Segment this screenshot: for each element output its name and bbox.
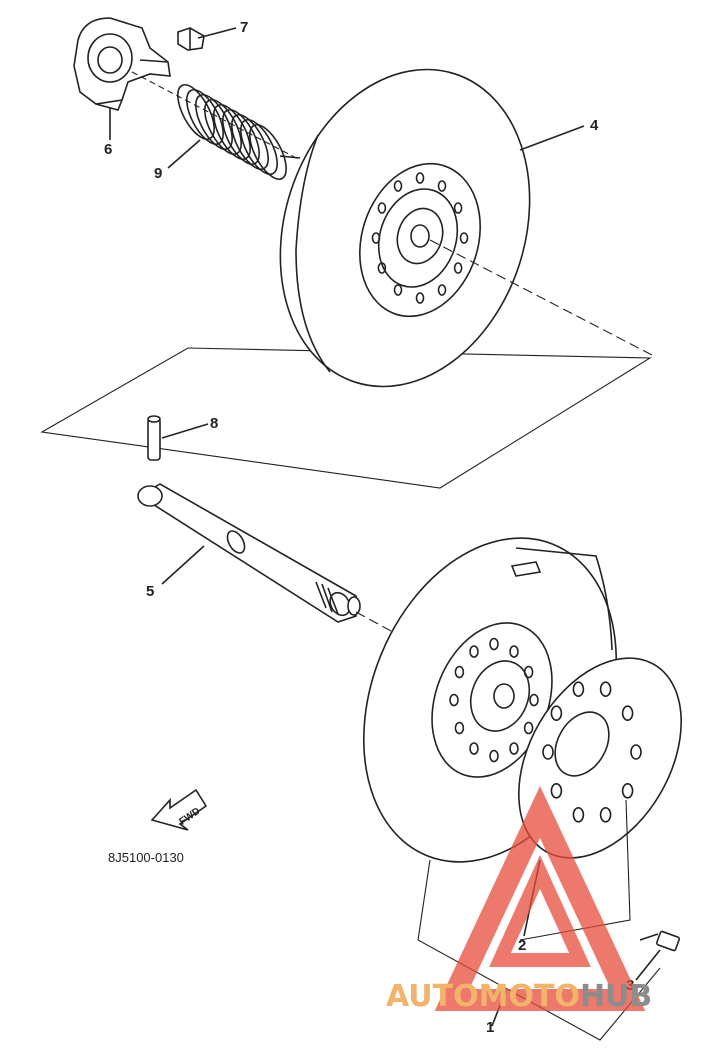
bolt-hole [453,262,463,274]
plate-hole [572,681,585,698]
bolt-hole [469,742,479,755]
leader-9 [167,139,201,169]
plate-hole [599,681,612,698]
bolt-hole [393,180,403,192]
callout-7: 7 [240,19,248,36]
fwd-arrow-icon: FWD [150,788,208,831]
bolt-hole [509,742,519,755]
part-2-plate [518,657,682,859]
plate-hole [599,806,612,823]
part-2-holes [542,681,642,823]
bolt-hole [377,262,387,274]
part-4-sliding-sheave [279,68,531,388]
plate-hole [542,744,554,760]
plate-hole [621,782,634,799]
part-8-pin [147,415,161,461]
part-2-leader-bracket [519,799,631,941]
bolt-hole [377,202,387,214]
callout-4: 4 [590,117,599,134]
watermark-text: AUTOMOTOHUB [386,979,652,1014]
spring-end [279,155,301,159]
bolt-hole [449,693,459,707]
bolt-hole [459,232,469,244]
leader-8 [161,423,209,439]
plate-hole [550,705,563,722]
watermark-logo-icon [434,786,646,1011]
bolt-hole [437,180,447,192]
callout-8: 8 [210,415,218,432]
leader-7 [197,27,237,39]
bolt-hole [454,665,465,679]
bolt-hole [509,645,519,658]
callout-5: 5 [146,583,154,600]
part-4-bolt-holes [371,172,469,304]
part-5-shaft [137,483,361,623]
watermark-moto: MOTO [479,979,580,1014]
spring-coil [240,119,278,175]
part-6-centerline [131,71,301,161]
leader-3 [635,949,661,981]
bolt-hole [523,665,534,679]
bolt-hole [415,292,425,304]
part-1-bolt-holes [449,637,539,763]
bolt-hole [529,693,539,707]
plate-hole [572,806,585,823]
leader-5 [161,545,205,585]
plate-hole [550,782,563,799]
bolt-hole [437,284,447,296]
bolt-hole [371,232,381,244]
plate-hole [630,744,642,760]
assembly-plane-outline [40,347,652,489]
spring-coil [249,124,287,180]
part-4-centerline [429,239,653,356]
bolt-hole [489,637,499,651]
bolt-hole [454,721,465,735]
part-3-bolt [639,930,681,952]
plate-hole [621,705,634,722]
part-7-slider [177,27,205,51]
bolt-hole [469,645,479,658]
callout-1: 1 [486,1019,494,1036]
watermark-hub: HUB [580,979,652,1014]
watermark-auto: AUTO [386,979,479,1014]
bolt-hole [393,284,403,296]
part-code: 8J5100-0130 [108,850,184,865]
bolt-hole [489,749,499,763]
callout-6: 6 [104,141,112,158]
leader-4 [519,125,585,151]
bolt-hole [453,202,463,214]
callout-9: 9 [154,165,162,182]
part-9-spring [177,84,301,180]
callout-2: 2 [518,937,526,954]
bolt-hole [415,172,425,184]
part-6-spring-seat [73,17,171,111]
bolt-hole [523,721,534,735]
